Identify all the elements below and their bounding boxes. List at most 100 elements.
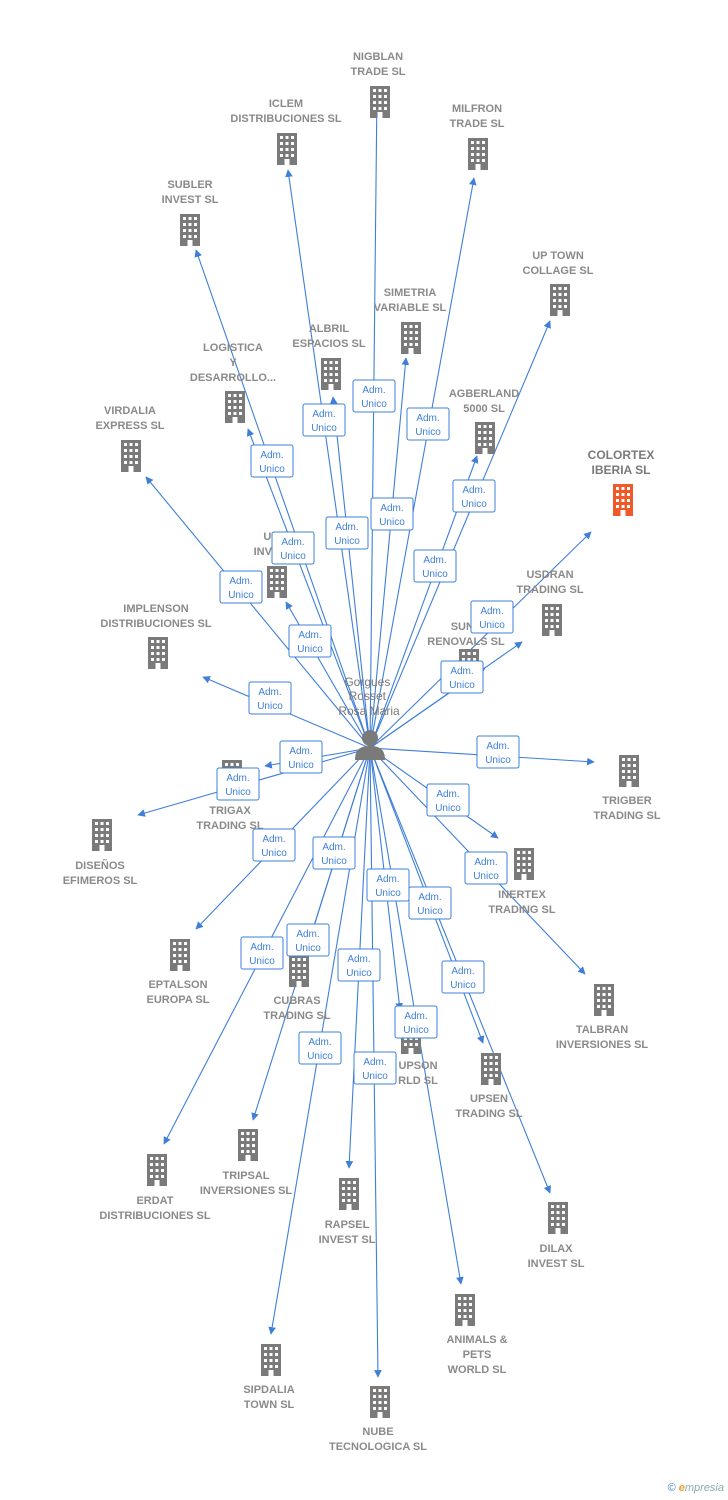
relation-text: Adm.: [363, 1057, 386, 1068]
relation-text: Unico: [362, 1071, 388, 1082]
relation-text: Unico: [461, 499, 487, 510]
relation-box: [312, 836, 356, 870]
relation-box: [288, 624, 332, 658]
relation-text: Unico: [321, 856, 347, 867]
relation-text: Adm.: [486, 741, 509, 752]
relation-text: Adm.: [226, 773, 249, 784]
relation-text: Unico: [334, 536, 360, 547]
relation-box: [370, 497, 414, 531]
relation-text: Unico: [257, 701, 283, 712]
building-icon: [339, 1178, 359, 1210]
relation-label-subler: Adm.Unico: [250, 444, 294, 478]
relation-label-sipdalia: Adm.Unico: [298, 1031, 342, 1065]
relation-text: Adm.: [450, 666, 473, 677]
building-icon: [277, 133, 297, 165]
copyright-icon: ©: [667, 1482, 676, 1494]
relation-labels-layer: Adm.UnicoAdm.UnicoAdm.UnicoAdm.UnicoAdm.…: [216, 379, 520, 1085]
edge-colortex: [369, 531, 592, 749]
relation-text: Adm.: [229, 576, 252, 587]
edge-virdalia: [145, 476, 371, 749]
relation-text: Adm.: [296, 929, 319, 940]
relation-text: Unico: [311, 423, 337, 434]
relation-label-sunset: Adm.Unico: [440, 660, 484, 694]
relation-box: [286, 923, 330, 957]
center-person-node[interactable]: Gorgues Rosset Rosa Maria: [338, 675, 400, 760]
footer-brand: © empresia: [668, 1482, 724, 1494]
building-icon: [147, 1154, 167, 1186]
relation-text: Adm.: [474, 857, 497, 868]
edge-uptown: [369, 320, 551, 749]
building-icon: [401, 322, 421, 354]
building-icon: [455, 1294, 475, 1326]
relation-label-usdran: Adm.Unico: [288, 624, 332, 658]
relation-label-inertex: Adm.Unico: [426, 783, 470, 817]
relation-label-talbran: Adm.Unico: [464, 851, 508, 885]
building-icon: [613, 484, 633, 516]
building-icon: [238, 1129, 258, 1161]
relation-text: Unico: [280, 551, 306, 562]
relation-text: Unico: [225, 787, 251, 798]
building-icon: [321, 358, 341, 390]
relation-text: Adm.: [404, 1011, 427, 1022]
building-icon: [481, 1053, 501, 1085]
relation-box: [366, 868, 410, 902]
relation-label-disenos: Adm. Unico: [216, 767, 260, 801]
relation-box: [476, 735, 520, 769]
relation-label-albril: Adm.Unico: [325, 516, 369, 550]
relation-label-eptalson: Adm.Unico: [252, 828, 296, 862]
relation-box: [219, 570, 263, 604]
building-icon: [475, 422, 495, 454]
relation-text: Adm.: [298, 630, 321, 641]
relation-text: Adm.: [260, 450, 283, 461]
building-icon: [261, 1344, 281, 1376]
building-icon: [92, 819, 112, 851]
edge-milfron: [369, 177, 477, 749]
relation-label-cubras: Adm.Unico: [312, 836, 356, 870]
relation-label-tripsal: Adm.Unico: [286, 923, 330, 957]
relation-box: [302, 403, 346, 437]
relation-text: Unico: [379, 517, 405, 528]
edge-subler: [194, 249, 371, 749]
relation-text: Unico: [417, 906, 443, 917]
building-icon: [468, 138, 488, 170]
